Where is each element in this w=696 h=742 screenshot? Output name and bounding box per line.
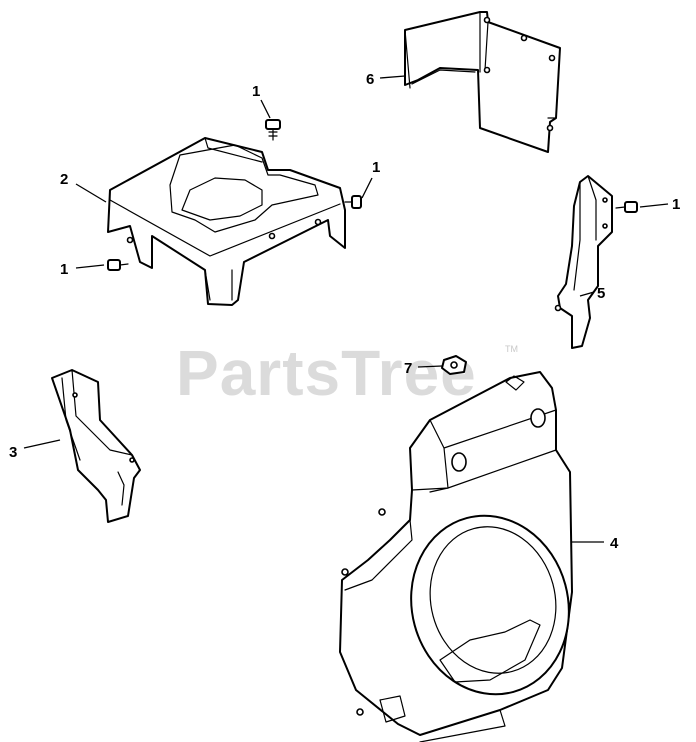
part-5-side-bracket[interactable] — [554, 175, 613, 349]
watermark: PartsTree — [176, 337, 477, 409]
callout-1-top: 1 — [252, 83, 260, 100]
part-6-baffle[interactable] — [404, 11, 561, 153]
part-2-shroud-frame[interactable] — [107, 137, 346, 306]
callout-1-right: 1 — [372, 159, 380, 176]
part-1-screw-top[interactable] — [265, 119, 281, 141]
callout-6: 6 — [366, 71, 374, 88]
part-3-left-bracket[interactable] — [51, 369, 141, 523]
part-1-screw-side[interactable] — [615, 201, 638, 213]
callout-4: 4 — [610, 535, 619, 552]
callout-1-left: 1 — [60, 261, 68, 278]
part-7-nut[interactable] — [441, 355, 467, 375]
callout-5: 5 — [597, 285, 605, 302]
callout-7: 7 — [404, 360, 412, 377]
part-4-blower-housing[interactable] — [339, 371, 589, 742]
part-1-screw-left[interactable] — [107, 259, 129, 271]
part-1-screw-right[interactable] — [344, 195, 362, 209]
callout-2: 2 — [60, 171, 68, 188]
callout-1-side: 1 — [672, 196, 680, 213]
callout-3: 3 — [9, 444, 17, 461]
watermark-tm: TM — [505, 344, 518, 354]
